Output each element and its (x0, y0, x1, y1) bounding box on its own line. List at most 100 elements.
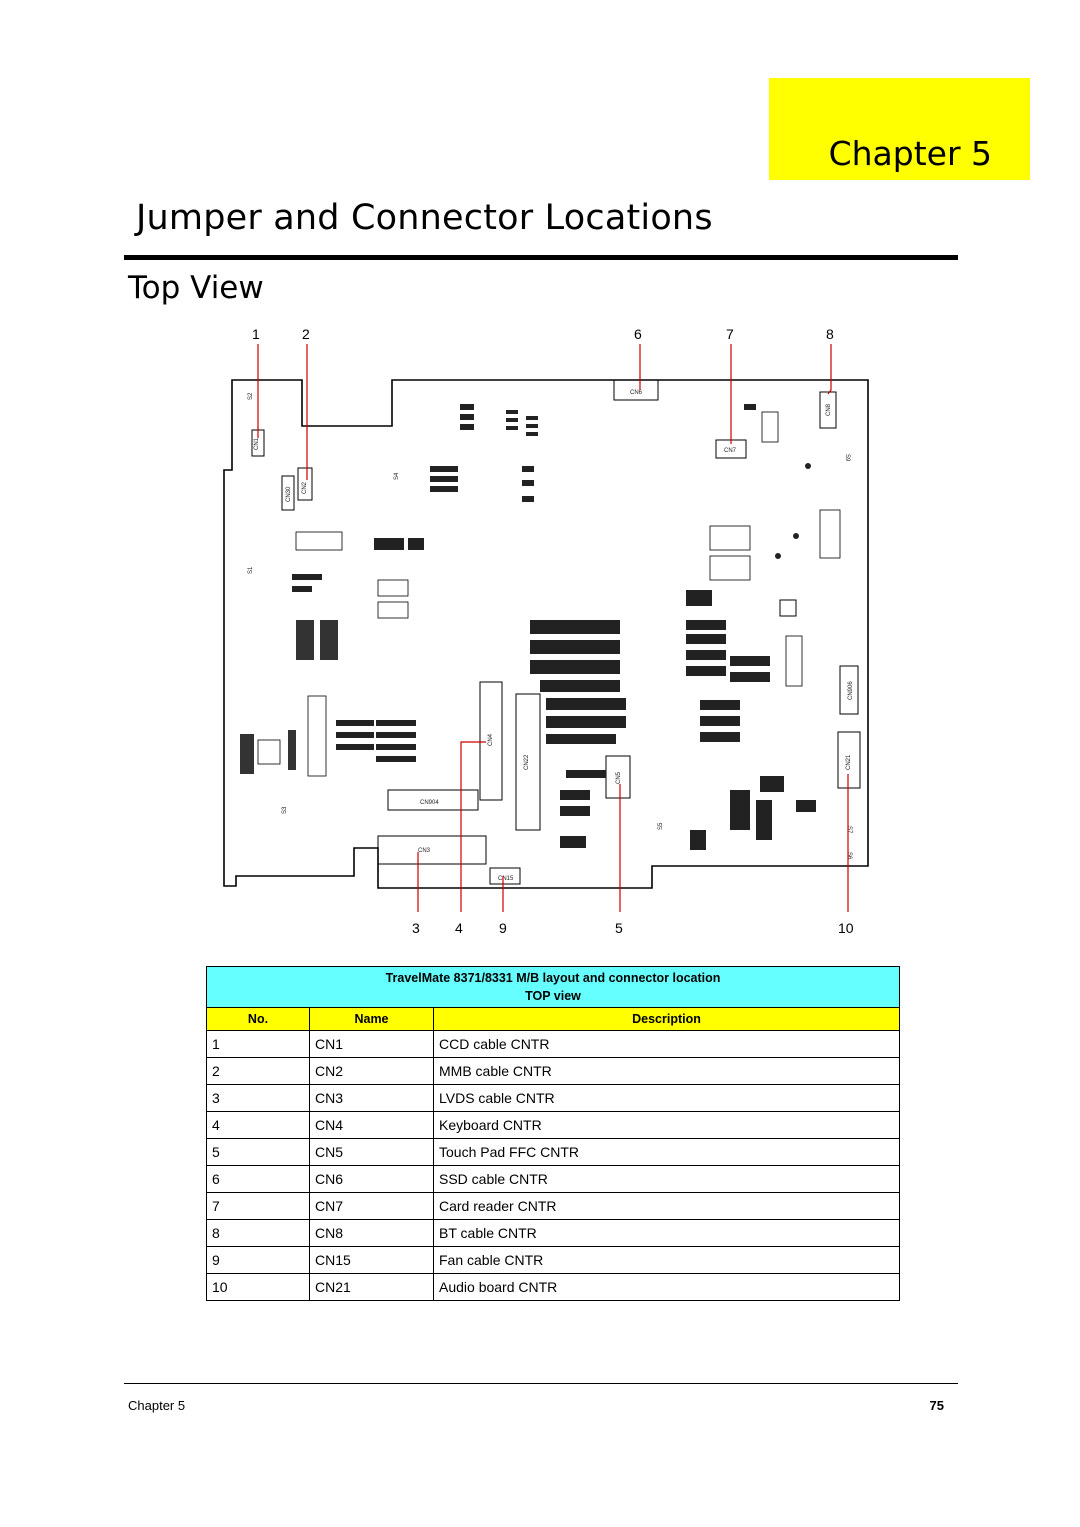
page-number: 75 (929, 1398, 944, 1413)
cn4-shape (479, 681, 503, 801)
label-cn2: CN2 (302, 481, 308, 494)
label-s1: S1 (248, 566, 254, 574)
motherboard-diagram: CN1 CN2 CN30 CN6 CN7 CN8 CN4 CN22 CN5 CN… (223, 344, 869, 912)
label-s9: S9 (844, 454, 850, 462)
cell-no: 6 (206, 1165, 310, 1193)
label-cn906: CN906 (848, 681, 854, 700)
callout-3: 3 (412, 920, 420, 936)
cn6-shape (613, 379, 659, 401)
cell-no: 8 (206, 1219, 310, 1247)
callout-4: 4 (455, 920, 463, 936)
cn906-shape (839, 665, 859, 715)
leader-8 (827, 344, 832, 395)
cell-no: 3 (206, 1084, 310, 1112)
cell-description: MMB cable CNTR (433, 1057, 900, 1085)
cn904-shape (387, 789, 479, 811)
board-outline (223, 379, 869, 889)
component-cluster-right (686, 404, 816, 850)
label-cn8: CN8 (826, 403, 832, 416)
cn3-shape (377, 835, 487, 865)
label-cn5: CN5 (616, 771, 622, 784)
cell-description: Touch Pad FFC CNTR (433, 1138, 900, 1166)
footer-chapter: Chapter 5 (128, 1398, 186, 1413)
label-cn7: CN7 (724, 448, 737, 454)
label-cn4: CN4 (488, 733, 494, 746)
label-cn15: CN15 (498, 876, 514, 882)
leader-4 (460, 741, 486, 912)
cell-description: LVDS cable CNTR (433, 1084, 900, 1112)
cn22-shape (515, 693, 541, 831)
cell-description: Card reader CNTR (433, 1192, 900, 1220)
callout-5: 5 (615, 920, 623, 936)
cell-no: 4 (206, 1111, 310, 1139)
chip-9 (761, 411, 779, 443)
chapter-tab-label: Chapter 5 (828, 134, 992, 173)
cell-name: CN21 (309, 1273, 434, 1301)
cell-name: CN2 (309, 1057, 434, 1085)
footer-rule (124, 1383, 958, 1384)
callout-2: 2 (302, 326, 310, 342)
cell-no: 7 (206, 1192, 310, 1220)
label-cn22: CN22 (524, 754, 530, 770)
cell-name: CN4 (309, 1111, 434, 1139)
label-s2: S2 (248, 392, 254, 400)
cell-description: BT cable CNTR (433, 1219, 900, 1247)
cell-name: CN7 (309, 1192, 434, 1220)
chip-6 (257, 739, 281, 765)
cn21-shape (837, 731, 861, 789)
chip-4 (709, 525, 751, 551)
label-s3: S3 (282, 806, 288, 814)
cell-no: 10 (206, 1273, 310, 1301)
chapter-tab: Chapter 5 (769, 78, 1030, 180)
cell-description: Fan cable CNTR (433, 1246, 900, 1274)
cell-no: 1 (206, 1030, 310, 1058)
label-s5: S5 (658, 822, 664, 830)
chip-7 (307, 695, 327, 777)
cell-description: SSD cable CNTR (433, 1165, 900, 1193)
chip-5 (709, 555, 751, 581)
cell-description: Keyboard CNTR (433, 1111, 900, 1139)
header-description: Description (433, 1007, 900, 1031)
callout-7: 7 (726, 326, 734, 342)
table-caption: TravelMate 8371/8331 M/B layout and conn… (206, 966, 900, 1008)
chip-8 (785, 635, 803, 687)
chip-10 (819, 509, 841, 559)
title-rule (124, 255, 958, 260)
cell-name: CN6 (309, 1165, 434, 1193)
cell-name: CN15 (309, 1246, 434, 1274)
cell-no: 2 (206, 1057, 310, 1085)
callout-10: 10 (838, 920, 854, 936)
cell-name: CN8 (309, 1219, 434, 1247)
chip-3 (377, 601, 409, 619)
cell-name: CN3 (309, 1084, 434, 1112)
label-cn30: CN30 (286, 486, 292, 502)
cn15-shape (489, 867, 521, 885)
section-title: Top View (128, 270, 264, 306)
label-s6: S6 (846, 852, 852, 860)
cn2-shape (297, 467, 313, 501)
label-cn904: CN904 (420, 800, 439, 806)
cell-description: Audio board CNTR (433, 1273, 900, 1301)
label-cn6: CN6 (630, 390, 643, 396)
table-caption-row: TravelMate 8371/8331 M/B layout and conn… (206, 966, 900, 1008)
cell-no: 9 (206, 1246, 310, 1274)
callout-1: 1 (252, 326, 260, 342)
header-no: No. (206, 1007, 310, 1031)
header-name: Name (309, 1007, 434, 1031)
cn8-shape (819, 391, 837, 429)
table-caption-title: TravelMate 8371/8331 M/B layout and conn… (385, 971, 721, 985)
label-cn21: CN21 (846, 754, 852, 770)
page-title: Jumper and Connector Locations (136, 198, 713, 238)
connector-table: TravelMate 8371/8331 M/B layout and conn… (206, 966, 900, 1301)
callout-8: 8 (826, 326, 834, 342)
